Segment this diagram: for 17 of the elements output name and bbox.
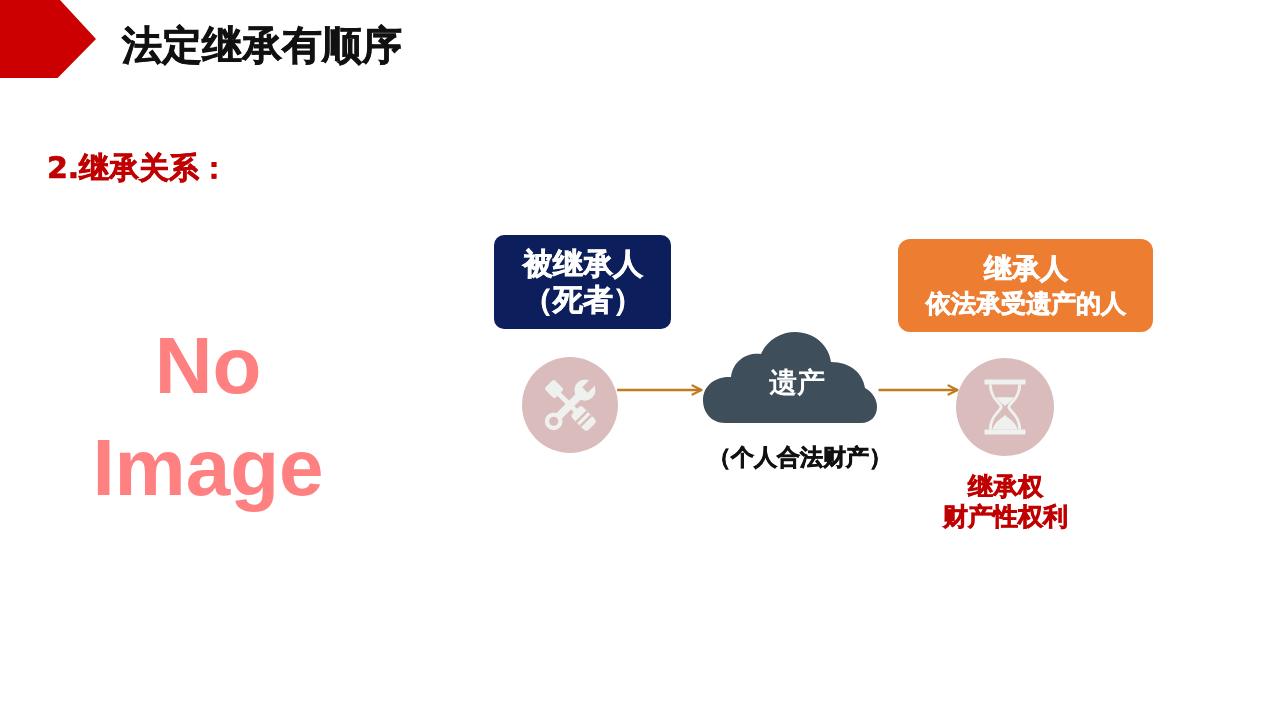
arrow <box>878 384 959 396</box>
tools-icon <box>522 357 618 453</box>
role-box: 被继承人（死者） <box>494 235 671 329</box>
title-banner <box>0 0 96 78</box>
node-label: 财产性权利 <box>942 500 1068 532</box>
role-description: 依法承受遗产的人 <box>925 288 1126 320</box>
cloud-shape <box>703 332 877 423</box>
node-label: （个人合法财产） <box>708 442 892 472</box>
hourglass-icon <box>956 358 1054 456</box>
node-label: 继承权 <box>967 470 1043 502</box>
placeholder-text: No Image <box>91 320 325 514</box>
role-box <box>898 239 1153 332</box>
title: 法定继承有顺序 <box>122 22 402 68</box>
subheading: 2.继承关系： <box>47 150 230 186</box>
arrow <box>617 384 703 396</box>
node-label: 遗产 <box>769 366 825 400</box>
role-heading: 继承人 <box>983 252 1068 286</box>
